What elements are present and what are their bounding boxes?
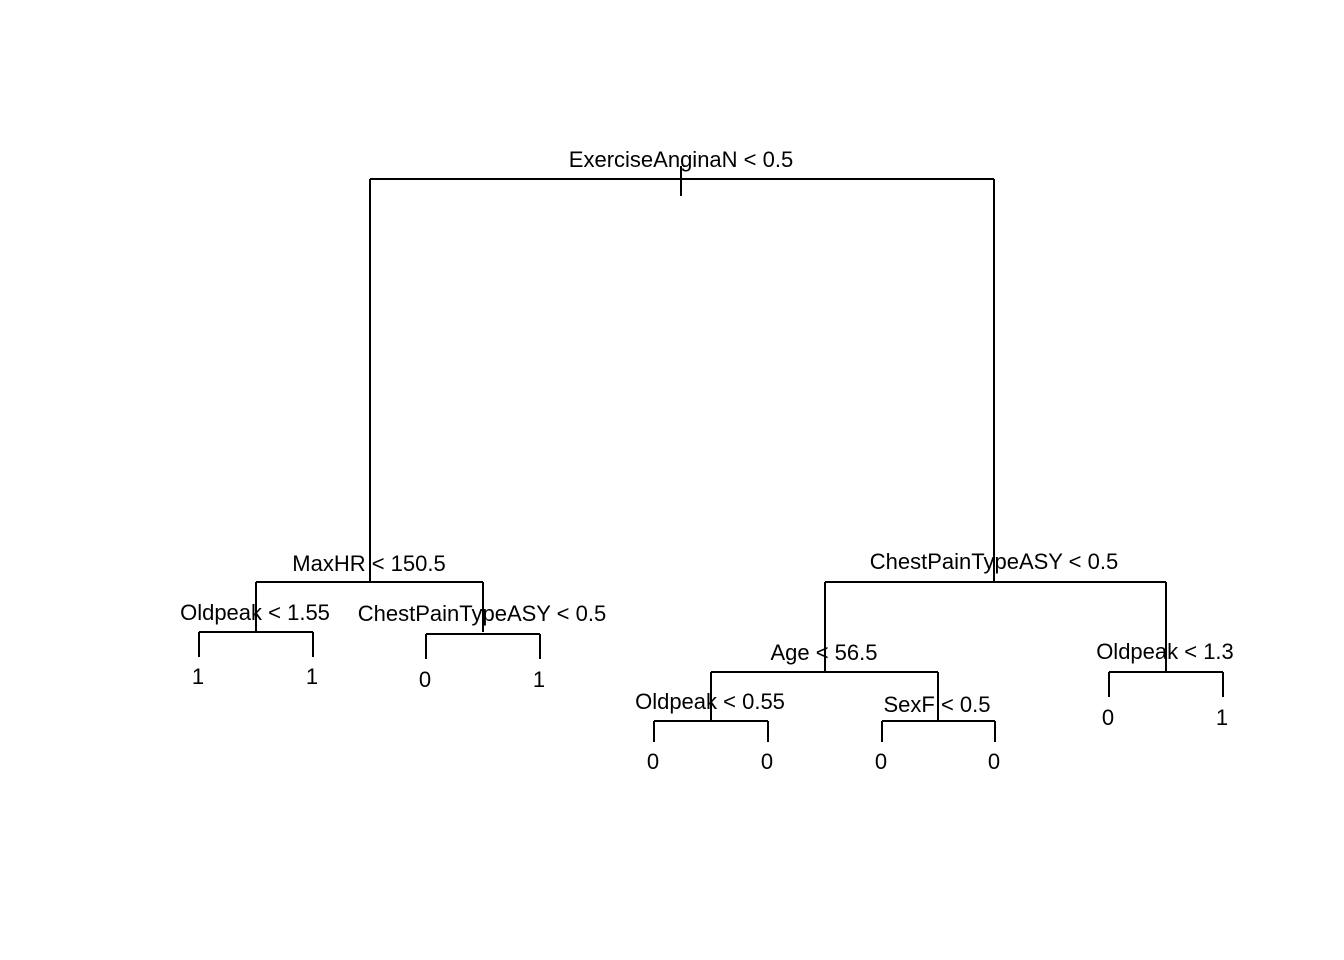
split-root: ExerciseAnginaN < 0.5 (369, 147, 995, 582)
leaf-value: 0 (761, 749, 773, 774)
split-oldpeak-155: Oldpeak < 1.55 1 1 (180, 600, 330, 689)
branch-age (710, 671, 939, 721)
node-label-age: Age < 56.5 (770, 640, 877, 665)
split-maxhr: MaxHR < 150.5 (255, 551, 484, 632)
branch-oldpeak-055 (653, 720, 769, 742)
node-label-chestpain-left: ChestPainTypeASY < 0.5 (358, 601, 606, 626)
branch-maxhr (255, 581, 484, 632)
leaf-value: 0 (875, 749, 887, 774)
leaf-value: 1 (306, 664, 318, 689)
branch-oldpeak-13 (1108, 671, 1224, 697)
node-label-oldpeak-13: Oldpeak < 1.3 (1096, 639, 1234, 664)
branch-chestpain-right (824, 581, 1167, 672)
node-label-maxhr: MaxHR < 150.5 (292, 551, 445, 576)
branch-sexf (881, 720, 996, 742)
node-label-oldpeak-055: Oldpeak < 0.55 (635, 689, 785, 714)
node-label-oldpeak-155: Oldpeak < 1.55 (180, 600, 330, 625)
leaf-value: 0 (647, 749, 659, 774)
split-chestpain-left: ChestPainTypeASY < 0.5 0 1 (358, 601, 606, 692)
node-label-chestpain-right: ChestPainTypeASY < 0.5 (870, 549, 1118, 574)
branch-chestpain-left (425, 633, 541, 659)
branch-root (369, 166, 995, 582)
leaf-value: 1 (1216, 705, 1228, 730)
leaf-value: 1 (533, 667, 545, 692)
split-age: Age < 56.5 (710, 640, 939, 721)
split-oldpeak-13: Oldpeak < 1.3 0 1 (1096, 639, 1234, 730)
leaf-value: 1 (192, 664, 204, 689)
node-label-root: ExerciseAnginaN < 0.5 (569, 147, 793, 172)
branch-oldpeak-155 (198, 631, 314, 657)
split-sexf: SexF < 0.5 0 0 (875, 692, 1000, 774)
leaf-value: 0 (419, 667, 431, 692)
node-label-sexf: SexF < 0.5 (883, 692, 990, 717)
split-chestpain-right: ChestPainTypeASY < 0.5 (824, 549, 1167, 672)
leaf-value: 0 (1102, 705, 1114, 730)
split-oldpeak-055: Oldpeak < 0.55 0 0 (635, 689, 785, 774)
leaf-value: 0 (988, 749, 1000, 774)
